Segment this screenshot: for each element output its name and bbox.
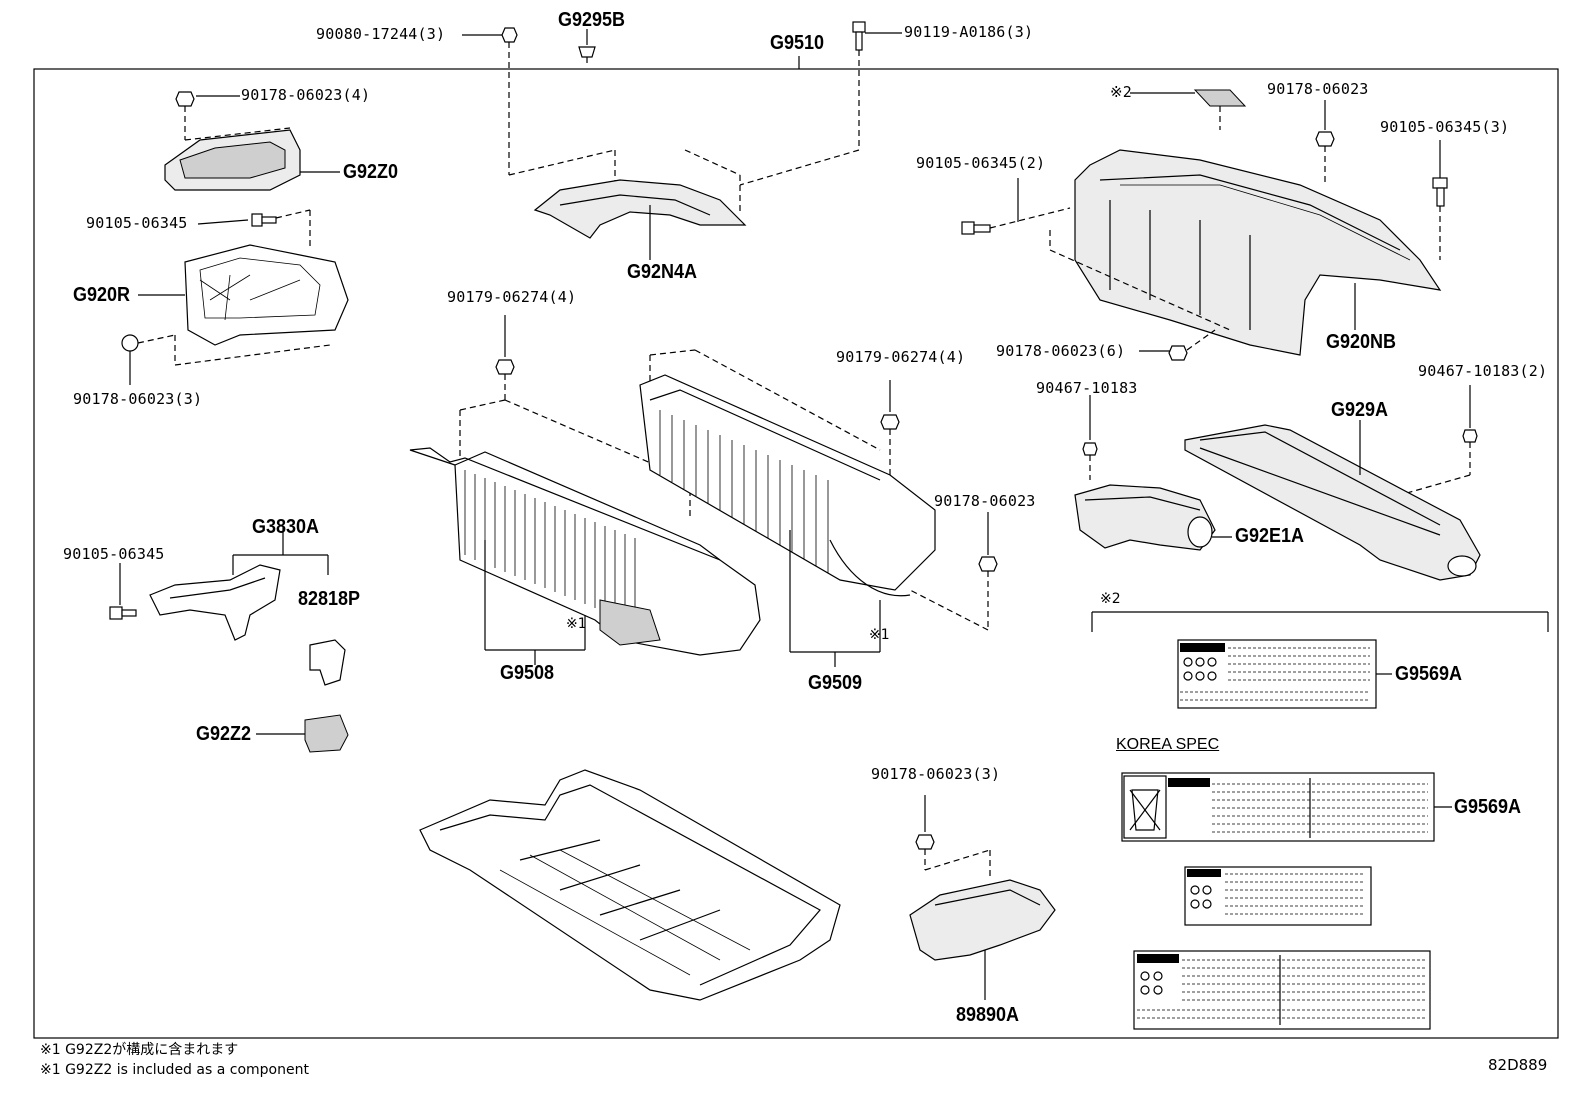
star1-note-b: ※1 <box>869 627 890 643</box>
part-label-g9569a-b: G9569A <box>1454 796 1522 818</box>
star2-section <box>1091 611 1549 632</box>
label-plate-korea <box>1121 772 1452 842</box>
89890a-part <box>909 795 1056 1000</box>
part-label-g9509: G9509 <box>808 672 863 694</box>
part-label-g9295b: G9295B <box>558 9 626 31</box>
part-label-g3830a: G3830A <box>252 516 320 538</box>
part-label-90178-06023-a: 90178-06023 <box>1267 80 1369 98</box>
part-label-90119-a0186: 90119-A0186(3) <box>904 23 1034 41</box>
g929a-part <box>1184 385 1481 581</box>
g920nb-part <box>961 89 1448 361</box>
g9509-part <box>639 349 998 667</box>
g92n4a-part <box>508 149 747 260</box>
part-label-90178-06023-6: 90178-06023(6) <box>996 342 1126 360</box>
part-label-90178-06023-3b: 90178-06023(3) <box>871 765 1001 783</box>
g9508-part <box>409 315 761 665</box>
part-label-g92z0: G92Z0 <box>343 161 399 183</box>
part-label-g9510: G9510 <box>770 32 825 54</box>
g9509-cells <box>659 410 829 573</box>
star2-section-label: ※2 <box>1100 591 1121 607</box>
part-label-g929a: G929A <box>1331 399 1389 421</box>
part-label-g9508: G9508 <box>500 662 555 684</box>
g3830a-part <box>109 527 349 753</box>
g92z0-part <box>164 91 340 191</box>
part-label-90105-06345-2: 90105-06345(2) <box>916 154 1046 172</box>
diagram-frame <box>33 68 1559 1039</box>
footnote-jp: ※1 G92Z2が構成に含まれます <box>40 1042 239 1058</box>
g92e1a-part <box>1074 395 1232 551</box>
part-label-90178-06023-4: 90178-06023(4) <box>241 86 371 104</box>
part-label-82818p: 82818P <box>298 588 361 610</box>
label-plate-4 <box>1133 950 1431 1030</box>
part-label-90105-06345-a: 90105-06345 <box>86 214 188 232</box>
part-label-89890a: 89890A <box>956 1004 1020 1026</box>
g920r-part <box>121 209 349 385</box>
part-label-g92z2: G92Z2 <box>196 723 252 745</box>
part-label-star2: ※2 <box>1110 83 1132 101</box>
part-label-g92e1a: G92E1A <box>1235 525 1305 547</box>
part-label-90179-06274-4b: 90179-06274(4) <box>836 348 966 366</box>
battery-tray-part <box>419 769 841 1001</box>
part-label-90080-17244: 90080-17244(3) <box>316 25 446 43</box>
part-label-90179-06274-4a: 90179-06274(4) <box>447 288 577 306</box>
part-label-90467-10183-2: 90467-10183(2) <box>1418 362 1548 380</box>
part-label-g9569a-a: G9569A <box>1395 663 1463 685</box>
part-label-90105-06345-3: 90105-06345(3) <box>1380 118 1510 136</box>
label-plate-3 <box>1184 866 1372 926</box>
korea-spec-heading: KOREA SPEC <box>1116 736 1220 753</box>
footnote-en: ※1 G92Z2 is included as a component <box>40 1062 309 1078</box>
part-label-90467-10183: 90467-10183 <box>1036 379 1138 397</box>
label-plate-g9569a <box>1177 639 1392 709</box>
part-label-90178-06023-3a: 90178-06023(3) <box>73 390 203 408</box>
star1-note-a: ※1 <box>566 616 587 632</box>
part-label-g92n4a: G92N4A <box>627 261 698 283</box>
drawing-code: 82D889 <box>1488 1056 1548 1074</box>
part-label-g920r: G920R <box>73 284 131 306</box>
g9508-cells <box>464 470 636 624</box>
part-label-90178-06023-b: 90178-06023 <box>934 492 1036 510</box>
part-label-g920nb: G920NB <box>1326 331 1397 353</box>
top-fasteners <box>462 21 902 186</box>
part-label-90105-06345-b: 90105-06345 <box>63 545 165 563</box>
